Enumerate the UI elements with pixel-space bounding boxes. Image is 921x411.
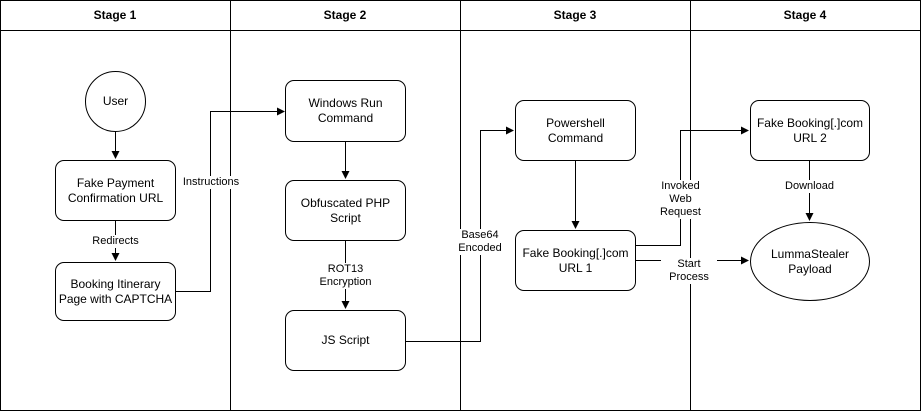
- fake-booking-2-label: Fake Booking[.]com URL 2: [756, 115, 864, 145]
- fake-booking-2-node: Fake Booking[.]com URL 2: [750, 100, 870, 161]
- user-node-label: User: [102, 94, 129, 108]
- stage-1-title: Stage 1: [93, 8, 137, 22]
- powershell-label: Powershell Command: [546, 115, 605, 145]
- windows-run-node: Windows Run Command: [285, 80, 406, 142]
- start-process-edge-label: Start Process: [661, 258, 717, 284]
- booking-itinerary-label: Booking Itinerary Page with CAPTCHA: [58, 276, 173, 306]
- obfuscated-php-label: Obfuscated PHP Script: [300, 195, 391, 225]
- stage-4-title: Stage 4: [783, 8, 827, 22]
- base64-edge-label: Base64 Encoded: [452, 229, 508, 255]
- edge-itinerary-to-run: [175, 107, 285, 292]
- lumma-payload-label: LummaStealer Payload: [770, 246, 850, 276]
- redirects-edge-label: Redirects: [82, 235, 149, 248]
- windows-run-label: Windows Run Command: [308, 96, 383, 125]
- lumma-payload-node: LummaStealer Payload: [750, 222, 870, 301]
- invoked-edge-label: Invoked Web Request: [653, 180, 708, 219]
- download-edge-label: Download: [779, 180, 840, 193]
- obfuscated-php-node: Obfuscated PHP Script: [285, 180, 406, 241]
- rot13-edge-label: ROT13 Encryption: [312, 263, 379, 289]
- instructions-edge-label: Instructions: [180, 176, 242, 189]
- stage-2-title: Stage 2: [323, 8, 367, 22]
- fake-booking-1-node: Fake Booking[.]com URL 1: [515, 230, 636, 291]
- booking-itinerary-node: Booking Itinerary Page with CAPTCHA: [55, 262, 176, 321]
- js-script-node: JS Script: [285, 310, 406, 371]
- js-script-label: JS Script: [321, 333, 370, 347]
- fake-booking-1-label: Fake Booking[.]com URL 1: [522, 245, 629, 275]
- fake-payment-node: Fake Payment Confirmation URL: [55, 160, 176, 221]
- user-node: User: [85, 71, 146, 132]
- powershell-node: Powershell Command: [515, 100, 636, 161]
- stage-3-title: Stage 3: [553, 8, 597, 22]
- fake-payment-label: Fake Payment Confirmation URL: [67, 175, 164, 205]
